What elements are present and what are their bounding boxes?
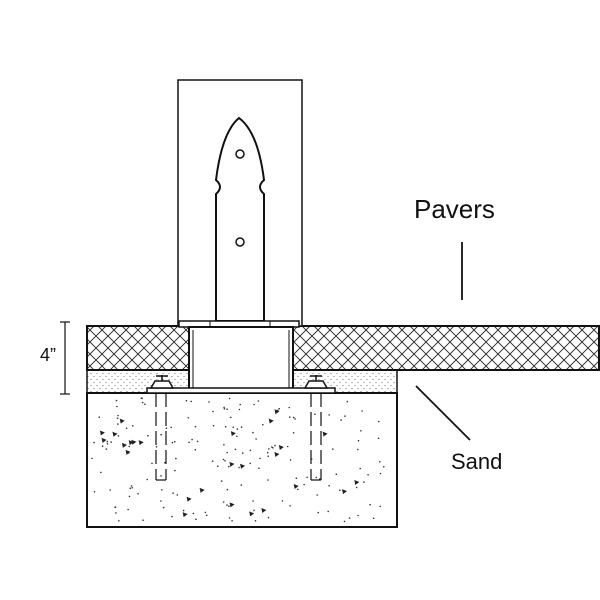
dimension-label: 4” [40,345,57,365]
bracket-base-box [188,326,294,392]
bracket-blade [214,116,266,322]
anchor-bolt-left [149,375,175,481]
paver-left [86,325,190,371]
dimension-marker [60,321,70,395]
bracket-hole-lower [235,237,245,247]
sand-label: Sand [451,449,503,474]
sand-leader-line [415,385,471,441]
paver-right [292,325,600,371]
pavers-label: Pavers [414,194,495,224]
concrete-footing [86,392,398,528]
bracket-hole-upper [235,149,245,159]
anchor-bolt-right [303,375,329,481]
concrete-texture [91,397,385,523]
bracket-bottom-plate [146,387,336,394]
